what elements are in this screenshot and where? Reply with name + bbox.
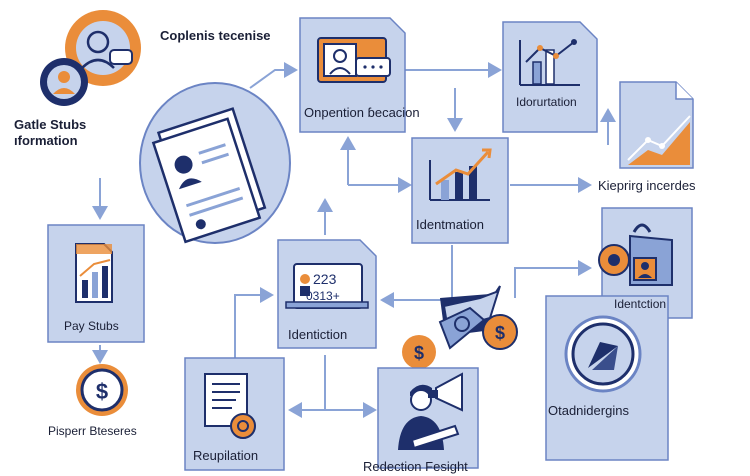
label-pay-stubs: Pay Stubs <box>64 319 119 333</box>
money-icon: $ $ <box>402 306 518 369</box>
documents-icon <box>139 82 291 244</box>
svg-text:$: $ <box>495 323 505 343</box>
profile-screen-icon <box>317 37 391 83</box>
dollar-coin-icon: $ <box>76 364 128 416</box>
label-top-caption: Coplenis tecenise <box>160 28 271 43</box>
user-avatar-icon <box>40 58 88 106</box>
card-identmation <box>411 137 509 244</box>
card-reupilation <box>184 357 285 471</box>
label-identmation: Identmation <box>416 217 484 232</box>
code-line-1: 223 <box>313 271 337 287</box>
code-screen-icon <box>285 263 369 309</box>
connector-arrows <box>92 62 616 418</box>
svg-text:$: $ <box>414 343 424 363</box>
label-onpention: Onpention ɓecacion <box>304 105 420 120</box>
report-icon <box>204 373 256 439</box>
label-pisperr: Pisperr Bteseres <box>48 424 137 438</box>
card-pay-stubs <box>47 224 145 343</box>
svg-text:$: $ <box>96 379 108 404</box>
card-onpention <box>299 17 406 133</box>
label-reupilation: Reupilation <box>193 448 259 463</box>
card-idorurtation <box>502 21 598 133</box>
card-identiction <box>277 239 377 349</box>
trend-chart-icon <box>429 148 492 201</box>
bar-chart-icon <box>519 39 580 86</box>
megaphone-person-icon <box>398 372 463 450</box>
user-profile-icon <box>65 10 141 86</box>
label-redection: Redection Fesight <box>363 459 468 474</box>
code-line-2: 0313+ <box>306 289 340 303</box>
growth-chart-icon <box>619 81 694 169</box>
lock-icon <box>598 223 673 286</box>
pay-stub-icon <box>75 243 113 303</box>
label-identction: Identction <box>614 297 667 311</box>
label-otadnidergins: Otadnidergins <box>548 403 629 418</box>
label-identiction: Identiction <box>288 327 348 342</box>
label-gatle-line2: ıformation <box>14 133 78 148</box>
label-idorurtation: Idorurtation <box>516 95 577 109</box>
card-redection <box>377 367 479 469</box>
card-otadnidergins <box>545 295 669 461</box>
label-gatle-line1: Gatle Stubs <box>14 117 87 132</box>
label-keipring: Kieprirg incerdes <box>598 178 696 193</box>
compass-icon <box>564 315 642 393</box>
